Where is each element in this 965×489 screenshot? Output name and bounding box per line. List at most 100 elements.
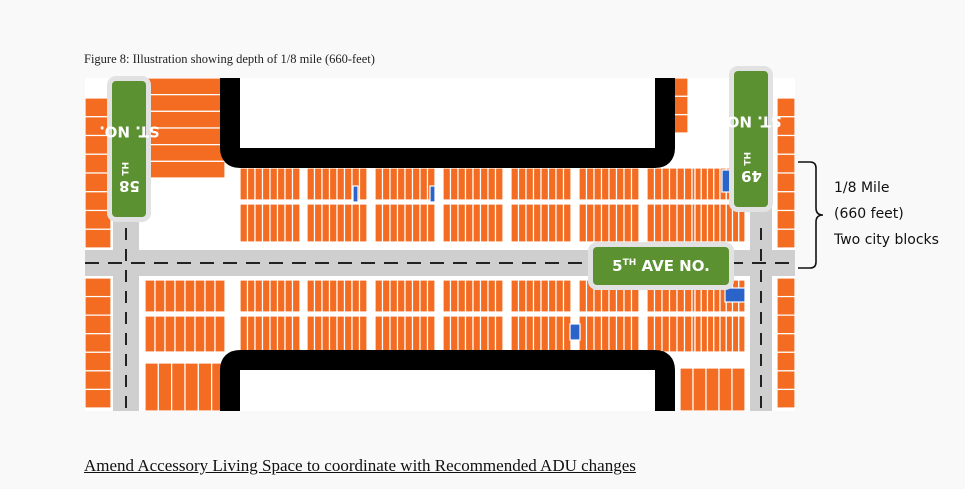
parcel	[246, 315, 256, 353]
parcel	[291, 167, 301, 201]
parcel	[404, 167, 414, 201]
parcel	[487, 167, 497, 201]
parcel	[683, 167, 693, 201]
parcel-blocks	[85, 78, 795, 411]
parcel	[239, 279, 249, 313]
parcel	[555, 167, 565, 201]
parcel	[532, 203, 542, 243]
blue-parcel	[352, 185, 359, 203]
parcel	[700, 203, 709, 243]
parcel	[328, 315, 338, 353]
parcel	[144, 315, 156, 353]
parcel	[336, 279, 346, 313]
parcel	[615, 167, 625, 201]
parcel	[411, 167, 421, 201]
parcel	[174, 279, 186, 313]
parcel	[85, 277, 112, 298]
parcel	[321, 315, 331, 353]
parcel	[306, 167, 316, 201]
parcel	[328, 167, 338, 201]
parcel	[464, 203, 474, 243]
parcel	[525, 167, 535, 201]
parcel	[164, 279, 176, 313]
parcel	[646, 203, 656, 243]
parcel	[517, 315, 527, 353]
parcel	[540, 167, 550, 201]
parcel	[472, 315, 482, 353]
parcel	[700, 167, 709, 201]
parcel	[585, 203, 595, 243]
parcel	[313, 315, 323, 353]
parcel	[731, 367, 746, 411]
parcel	[555, 279, 565, 313]
parcel	[653, 203, 663, 243]
parcel	[540, 203, 550, 243]
parcel	[532, 167, 542, 201]
parcel	[426, 279, 436, 313]
parcel	[284, 315, 294, 353]
parcel	[174, 315, 186, 353]
parcel	[321, 279, 331, 313]
parcel	[510, 203, 520, 243]
parcel	[578, 279, 588, 313]
parcel	[510, 279, 520, 313]
parcel	[525, 279, 535, 313]
parcel	[457, 279, 467, 313]
parcel	[630, 167, 640, 201]
parcel	[776, 277, 795, 298]
parcel	[623, 203, 633, 243]
parcel	[358, 203, 368, 243]
parcel	[668, 315, 678, 353]
parcel	[358, 315, 368, 353]
parcel	[706, 203, 715, 243]
parcel	[269, 203, 279, 243]
parcel	[358, 279, 368, 313]
parcel	[630, 203, 640, 243]
parcel	[464, 167, 474, 201]
parcel	[154, 315, 166, 353]
parcel	[389, 167, 399, 201]
parcel	[85, 295, 112, 316]
parcel	[776, 191, 795, 212]
parcel	[157, 362, 173, 411]
section-heading-link[interactable]: Amend Accessory Living Space to coordina…	[84, 456, 636, 475]
parcel	[517, 167, 527, 201]
parcel	[494, 203, 504, 243]
parcel	[144, 94, 226, 112]
parcel	[426, 203, 436, 243]
parcel	[291, 203, 301, 243]
parcel	[269, 315, 279, 353]
parcel	[562, 167, 572, 201]
parcel	[144, 144, 226, 162]
parcel	[578, 203, 588, 243]
parcel	[184, 315, 196, 353]
parcel	[676, 203, 686, 243]
parcel	[306, 203, 316, 243]
parcel	[389, 203, 399, 243]
parcel	[578, 167, 588, 201]
blue-parcel	[724, 287, 746, 303]
parcel	[776, 351, 795, 372]
parcel	[517, 279, 527, 313]
parcel	[593, 203, 603, 243]
parcel	[269, 279, 279, 313]
parcel	[494, 279, 504, 313]
parcel	[457, 315, 467, 353]
parcel	[668, 167, 678, 201]
parcel	[442, 203, 452, 243]
parcel	[555, 203, 565, 243]
parcel	[171, 362, 186, 411]
parcel	[381, 167, 391, 201]
parcel	[254, 167, 264, 201]
parcel	[85, 351, 112, 372]
parcel	[494, 167, 504, 201]
parcel	[472, 167, 482, 201]
parcel	[700, 315, 709, 353]
parcel	[276, 203, 286, 243]
parcel	[449, 167, 459, 201]
parcel	[449, 203, 459, 243]
parcel	[661, 315, 671, 353]
parcel	[194, 315, 206, 353]
parcel	[776, 314, 795, 335]
parcel	[239, 167, 249, 201]
